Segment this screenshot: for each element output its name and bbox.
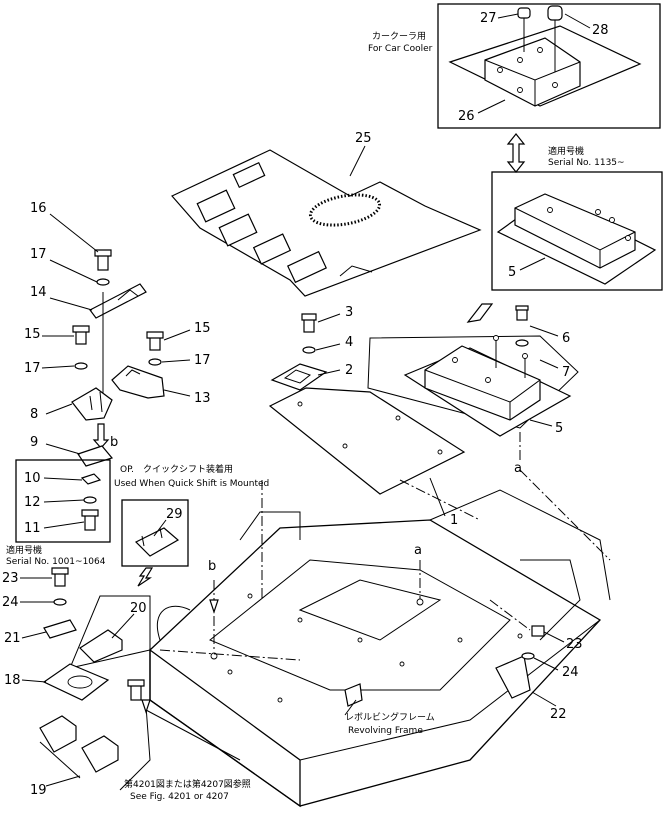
callout-15-left: 15 [24,327,41,342]
serial-top-note-en: Serial No. 1135~ [548,158,625,168]
serial-left-note-jp: 適用号機 [6,544,42,556]
alternative-arrow [506,133,526,173]
callout-7: 7 [562,365,570,380]
callout-18: 18 [4,673,21,688]
callout-17-top: 17 [30,247,47,262]
letter-a-frame: a [414,543,422,558]
serial-1135-inset: 適用号機 Serial No. 1135~ 5 [491,145,663,291]
callout-17-right: 17 [194,353,211,368]
letter-b-left: b [110,435,118,450]
callout-10: 10 [24,471,41,486]
callout-21: 21 [4,631,21,646]
car-cooler-note-en: For Car Cooler [368,44,433,54]
callout-8: 8 [30,407,38,422]
floor-mat-part-25: 25 [171,131,482,297]
callout-14: 14 [30,285,47,300]
quick-shift-box: OP. クイックシフト装着用 Used When Quick Shift is … [15,459,269,543]
callout-24-left: 24 [2,595,19,610]
callout-20: 20 [130,601,147,616]
callout-3: 3 [345,305,353,320]
quick-shift-note-en: Used When Quick Shift is Mounted [114,479,269,489]
car-cooler-note-jp: カークーラ用 [372,31,426,42]
frame-note-jp: レボルビングフレーム [345,711,435,723]
callout-16: 16 [30,201,47,216]
callout-2: 2 [345,363,353,378]
revolving-frame: a b 23 24 22 レボルビングフレーム Revolving Frame [149,469,611,808]
callout-5-inset: 5 [508,265,516,280]
callout-5-main: 5 [555,421,563,436]
cover-assembly-part-5: 6 7 5 a [367,303,579,476]
callout-9: 9 [30,435,38,450]
callout-1: 1 [450,513,458,528]
callout-25: 25 [355,131,372,146]
see-fig-note-jp: 第4201図または第4207図参照 [124,778,251,790]
callout-26: 26 [458,109,475,124]
letter-b-frame: b [208,559,216,574]
letter-a-top: a [514,461,522,476]
frame-note-en: Revolving Frame [348,726,423,736]
callout-23-right: 23 [566,637,583,652]
see-fig-note-en: See Fig. 4201 or 4207 [130,792,229,802]
callout-28: 28 [592,23,609,38]
serial-left-note-en: Serial No. 1001~1064 [6,557,106,567]
plate-part-1: 1 3 4 2 [268,305,466,528]
quick-shift-note-jp: OP. クイックシフト装着用 [120,463,233,475]
callout-27: 27 [480,11,497,26]
serial-top-note-jp: 適用号機 [548,145,584,157]
part-29-box: 29 [121,499,189,587]
callout-15-right: 15 [194,321,211,336]
see-figure-note: 第4201図または第4207図参照 See Fig. 4201 or 4207 [119,699,251,802]
callout-13: 13 [194,391,211,406]
car-cooler-inset: カークーラ用 For Car Cooler 27 28 26 [368,3,661,129]
bracket-parts-left: 16 17 14 15 17 8 b 9 15 17 13 [24,201,211,467]
callout-11: 11 [24,521,41,536]
callout-24-right: 24 [562,665,579,680]
callout-22: 22 [550,707,567,722]
callout-17-left: 17 [24,361,41,376]
callout-19: 19 [30,783,47,798]
callout-23-left: 23 [2,571,19,586]
callout-6: 6 [562,331,570,346]
callout-12: 12 [24,495,41,510]
callout-4: 4 [345,335,353,350]
callout-29: 29 [166,507,183,522]
serial-1001-parts: 適用号機 Serial No. 1001~1064 23 24 21 20 18… [2,544,151,798]
